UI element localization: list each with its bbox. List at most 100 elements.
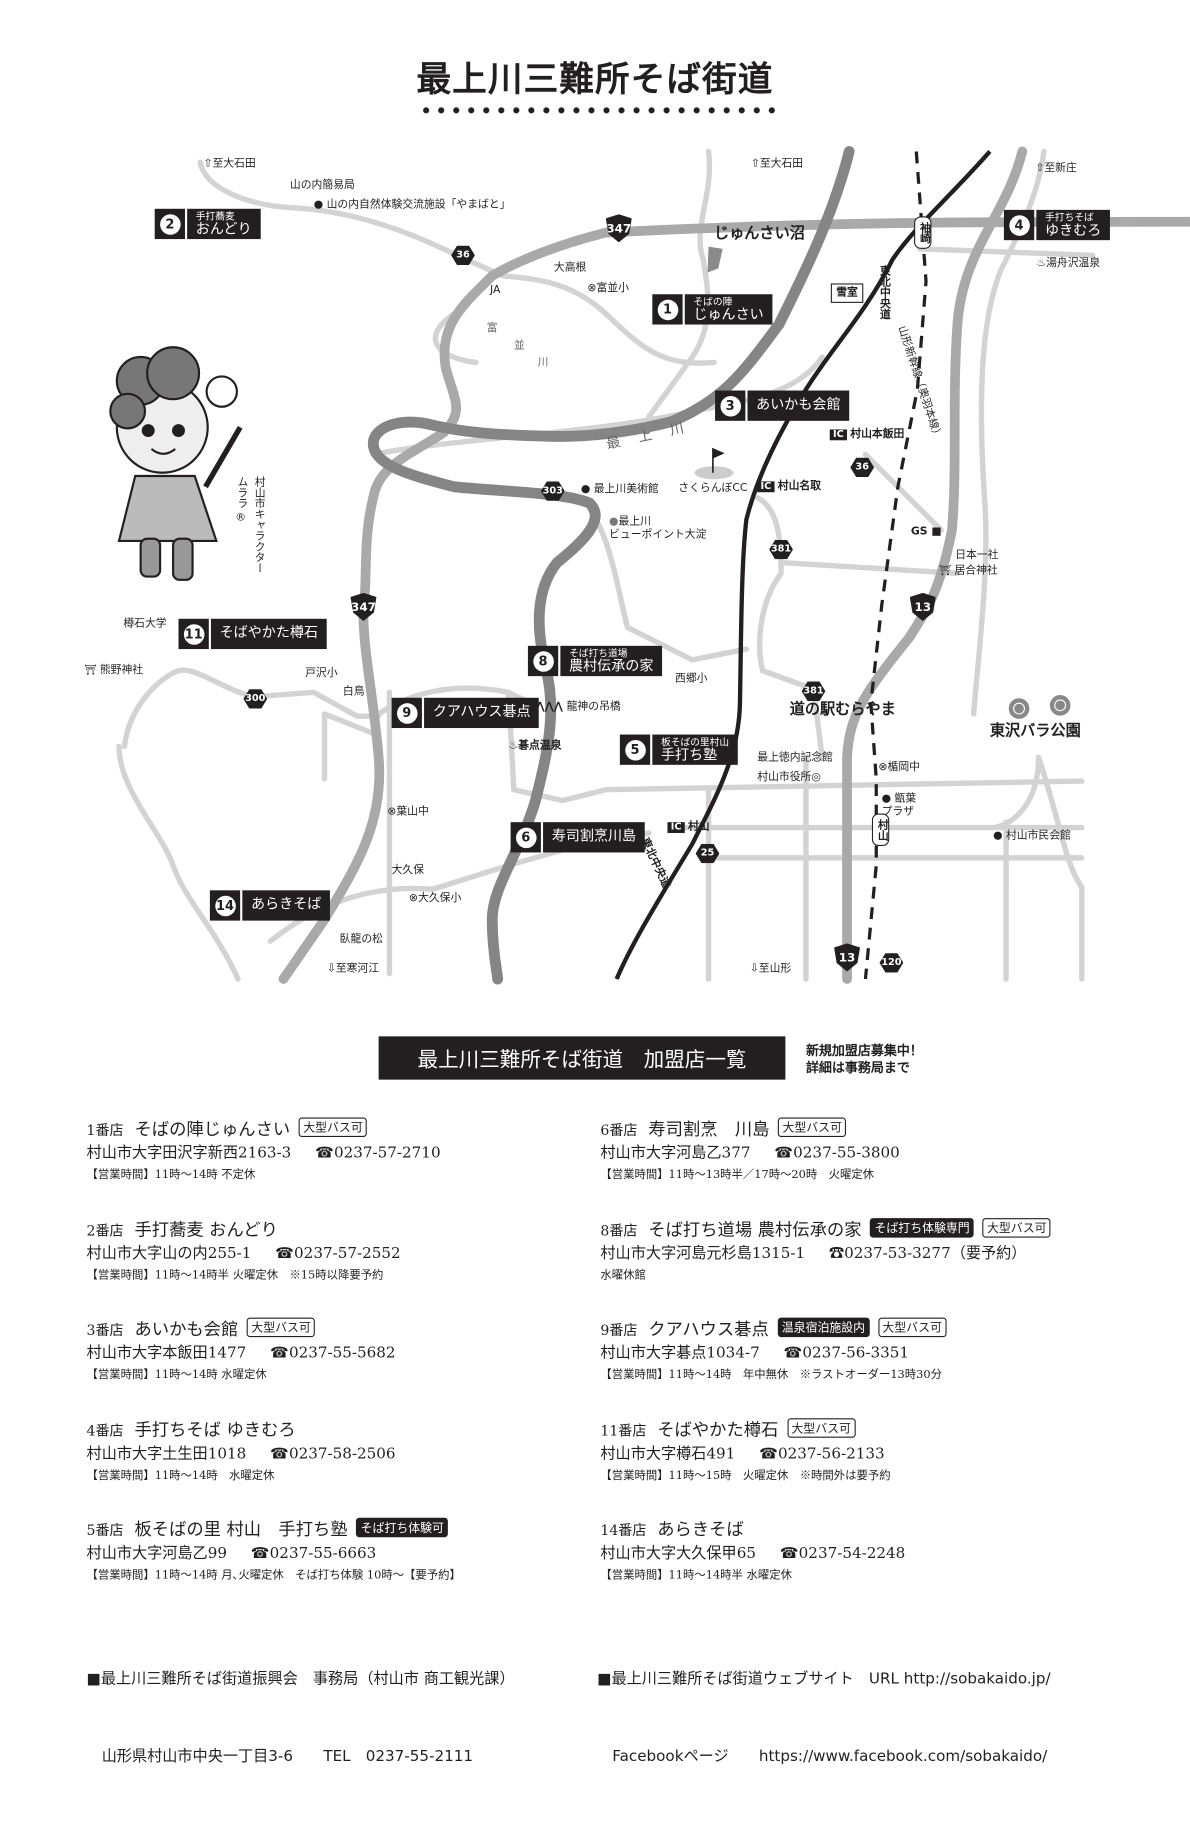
listing-number: 1番店 [86,1122,124,1140]
shop-name-box: クアハウス碁点 [424,697,540,729]
map-label: 至寒河江 [327,963,379,976]
office-line-2: 山形県村山市中央一丁目3-6 TEL 0237-55-2111 [86,1748,474,1766]
shop-number-badge: 4 [1003,209,1035,241]
map-label: GS [911,526,942,539]
listing-phone-number: 0237-58-2506 [288,1445,396,1463]
route-13 [842,146,1028,984]
map-label: 村山本飯田 [830,428,904,441]
listing-shop-name: 6番店寿司割烹 川島 [600,1114,769,1140]
listing-phone[interactable]: ☎0237-55-5682 [270,1345,395,1362]
map-label: 大久保 [391,864,425,877]
recruit-line-2: 詳細は事務局まで [805,1060,910,1076]
listing-address: 村山市大字田沢字新西2163-3 [86,1144,292,1162]
local-road [992,754,1085,982]
shop-listing: 8番店そば打ち道場 農村伝承の家そば打ち体験専門大型バス可村山市大字河島元杉島1… [600,1215,1119,1283]
listing-badge: そば打ち体験専門 [870,1218,975,1238]
listing-title-row: 6番店寿司割烹 川島大型バス可 [600,1114,1119,1140]
listing-contact-row: 村山市大字本飯田1477☎0237-55-5682 [87,1341,606,1363]
shop-number: 4 [1008,214,1030,236]
listing-phone[interactable]: ☎0237-54-2248 [780,1545,905,1562]
listing-hours: 【営業時間】11時～14時半 水曜定休 [600,1568,792,1582]
listing-address: 村山市大字河島元杉島1315-1 [600,1245,806,1263]
shop-number-badge: 2 [154,208,185,240]
listing-badge: 大型バス可 [246,1317,316,1338]
facebook-url[interactable]: Facebookページ https://www.facebook.com/sob… [597,1748,1048,1766]
listing-phone[interactable]: ☎0237-57-2552 [275,1245,400,1262]
shop-name: あいかも会館 [756,397,841,414]
shop-number-badge: 6 [510,822,541,853]
map-label: 楯岡中 [878,762,919,775]
listing-badge: 大型バス可 [878,1317,947,1338]
listing-number: 9番店 [600,1323,638,1340]
shop-number: 6 [515,827,537,848]
listing-shop-name: 8番店そば打ち道場 農村伝承の家 [600,1215,861,1241]
shop-name: 手打ち塾 [660,747,718,764]
local-road [116,743,241,982]
shop-number: 14 [214,895,236,916]
shop-listing: 5番店板そばの里 村山 手打ち塾そば打ち体験可村山市大字河島乙99☎0237-5… [87,1515,606,1583]
map-label: 村山市民会館 [993,830,1071,843]
map-label: 村山市役所◎ [757,771,821,784]
phone-icon: ☎ [759,1445,779,1463]
shop-marker[interactable]: 6 寿司割烹川島 [510,822,645,853]
listing-phone-number: 0237-55-3800 [793,1144,900,1162]
listing-phone[interactable]: ☎0237-58-2506 [270,1445,395,1462]
listing-number: 4番店 [86,1423,124,1440]
listing-phone-number: 0237-54-2248 [798,1544,906,1563]
map-label: JA [490,284,501,297]
listing-phone-number: 0237-57-2552 [294,1245,401,1263]
map-label: 最上川 ビューポイント大淀 [609,516,706,542]
yamagata-shinkansen-line [863,151,928,980]
map-label: 戸沢小 [305,667,338,680]
shop-listing: 1番店そばの陣じゅんさい大型バス可村山市大字田沢字新西2163-3☎0237-5… [87,1114,606,1182]
shop-name-box: そばの陣じゅんさい [684,294,773,325]
junsai-pond [707,246,723,273]
listing-contact-row: 村山市大字樽石491 ☎0237-56-2133 [600,1442,1119,1464]
route-shield: 300 [243,689,268,709]
map-label: 至大石田 [203,158,255,171]
listing-badge: 大型バス可 [298,1117,368,1137]
listing-phone[interactable]: ☎0237-55-6663 [251,1545,376,1562]
listing-phone[interactable]: ☎0237-56-3351 [784,1345,909,1362]
listing-number: 8番店 [600,1223,638,1240]
route-shield: 303 [540,481,565,501]
map-label: 日本一社 [955,549,999,562]
shop-listing: 9番店クアハウス碁点温泉宿泊施設内大型バス可村山市大字碁点1034-7☎0237… [600,1314,1119,1382]
listing-hours: 【営業時間】11時～14時半 火曜定休 ※15時以降要予約 [86,1268,384,1282]
listing-phone[interactable]: ☎0237-56-2133 [759,1445,884,1462]
dotted-divider [418,106,782,115]
listing-hours: 【営業時間】11時～14時 水曜定休 [86,1469,275,1483]
listing-title-row: 11番店そばやかた樽石大型バス可 [600,1415,1119,1441]
route-347 [278,216,1190,984]
website-url[interactable]: ■最上川三難所そば街道ウェブサイト URL http://sobakaido.j… [597,1670,1051,1688]
listing-name: そば打ち道場 農村伝承の家 [648,1219,862,1240]
listing-phone-number: 0237-56-2133 [778,1445,885,1463]
listing-phone[interactable]: ☎0237-55-3800 [774,1145,899,1162]
listing-phone[interactable]: ☎0237-53-3277（要予約） [829,1245,1026,1262]
listing-address: 村山市大字河島乙99 [86,1544,227,1563]
shop-name: 寿司割烹川島 [551,828,637,845]
shop-name: じゅんさい [693,307,764,324]
phone-icon: ☎ [783,1344,803,1362]
map-label: 龍神の吊橋 [535,701,621,714]
listing-title-row: 9番店クアハウス碁点温泉宿泊施設内大型バス可 [600,1314,1119,1340]
map-label: 川 [537,356,549,369]
shop-number-badge: 5 [619,734,651,765]
listing-address: 村山市大字樽石491 [600,1445,736,1463]
map-label: 大高根 [553,261,587,274]
listing-shop-name: 4番店手打ちそば ゆきむろ [87,1415,296,1441]
listing-badge: 大型バス可 [778,1117,847,1137]
map-label: さくらんぼCC [678,482,748,495]
listing-hours: 【営業時間】11時～14時 水曜定休 [86,1368,267,1382]
listing-phone[interactable]: ☎0237-57-2710 [315,1145,440,1162]
phone-icon: ☎ [828,1245,845,1263]
